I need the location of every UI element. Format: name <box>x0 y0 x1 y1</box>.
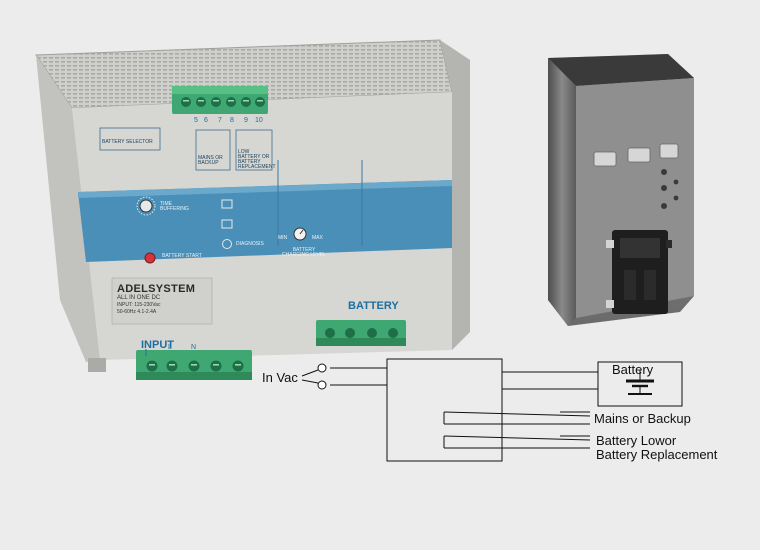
terminal-7: 7 <box>218 117 222 124</box>
time-buffering-dial <box>136 196 156 216</box>
side-view-module <box>548 54 694 326</box>
relay-battery-low <box>443 435 591 449</box>
battery-selector-label: BATTERY SELECTOR <box>102 139 153 145</box>
terminal-8: 8 <box>230 117 234 124</box>
signal-terminal-block <box>172 86 268 114</box>
battery-box <box>597 361 683 407</box>
diagram-relay2-label-line1: Battery Lowor <box>596 433 677 448</box>
input-terminal-l: L <box>168 344 172 351</box>
blue-band <box>78 180 452 262</box>
diagram-input-label: In Vac <box>262 370 298 385</box>
charging-level-dial <box>293 227 307 241</box>
main-power-supply <box>35 39 470 380</box>
side-edge <box>440 40 470 350</box>
module-top <box>548 54 694 86</box>
label-line-1: ALL IN ONE DC <box>117 295 161 301</box>
product-label-sticker <box>111 277 213 325</box>
battery-start-led <box>144 252 156 264</box>
terminal-5: 5 <box>194 117 198 124</box>
battery-start-label: BATTERY START <box>162 253 202 259</box>
terminal-6: 6 <box>204 117 208 124</box>
converter-block <box>386 358 503 462</box>
diagnosis-label: DIAGNOSIS <box>236 241 264 247</box>
top-vent-surface <box>36 40 452 108</box>
label-line-2: INPUT: 115-230Vac <box>117 302 161 308</box>
terminal-10: 10 <box>255 117 263 124</box>
din-rail-clip <box>606 230 672 314</box>
input-terminal-block <box>136 349 252 380</box>
relay-mains-backup <box>443 411 591 425</box>
input-label: INPUT <box>141 339 174 351</box>
time-buffering-label: TIME BUFFERING <box>160 201 189 212</box>
relay-mains-label: MAINS OR BACKUP <box>198 155 223 166</box>
diagram-relay2-label-line2: Battery Replacement <box>596 447 718 462</box>
diagram-battery-label: Battery <box>612 362 654 377</box>
battery-terminal-block <box>316 320 406 346</box>
module-side-edge <box>548 58 576 326</box>
input-terminal-n: N <box>191 344 197 351</box>
relay-low-label: LOW BATTERY OR BATTERY REPLACEMENT <box>238 149 276 170</box>
terminal-9: 9 <box>244 117 248 124</box>
schematic-diagram <box>301 358 683 462</box>
brand-logo-text: ADELSYSTEM <box>117 283 196 295</box>
charging-min-label: MIN <box>278 235 288 241</box>
label-line-3: 50-60Hz 4.1-2.4A <box>117 309 157 315</box>
battery-terminal-label: BATTERY <box>348 300 399 312</box>
diagram-relay1-label: Mains or Backup <box>594 411 691 426</box>
input-terminal-2 <box>317 380 327 390</box>
input-terminal-1 <box>317 363 327 373</box>
charging-max-label: MAX <box>312 235 323 241</box>
charging-level-label: BATTERY CHARGING LEVEL <box>282 247 326 258</box>
